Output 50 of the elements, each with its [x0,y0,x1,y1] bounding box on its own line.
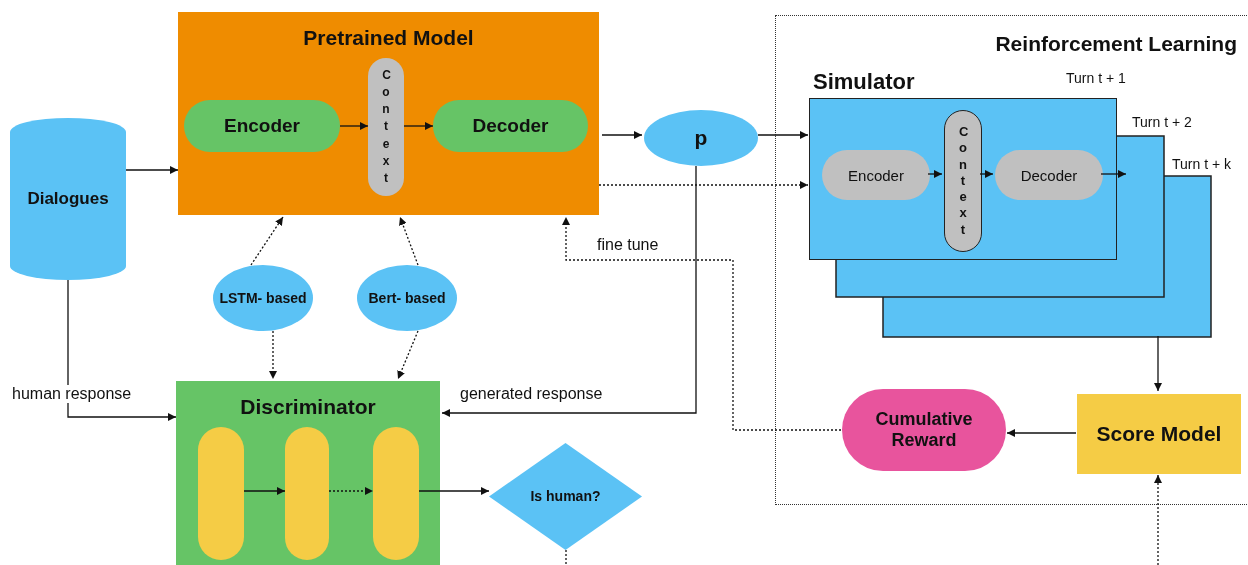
model-ellipse: Bert- based [357,265,457,331]
arrow [441,165,697,417]
dotted-arrow [328,487,374,495]
dotted-arrow [1154,474,1162,565]
process-pill: Encoder [184,100,340,152]
arrow [1154,335,1162,392]
panel-title: Pretrained Model [303,26,474,50]
node-label: Is human? [529,487,602,506]
arrow [979,170,994,178]
model-panel [178,12,599,215]
turn-label: Turn t + 2 [1132,114,1192,130]
turn-label: Turn t + k [1172,156,1231,172]
arrow [418,487,490,495]
context-pill: Context [944,110,982,252]
edge-label: human response [10,385,134,403]
arrow [125,166,179,174]
arrow [339,122,369,130]
score-box: Score Model [1077,394,1241,474]
group-frame [775,15,1247,505]
arrow [403,122,434,130]
panel-title: Simulator [813,69,915,95]
model-ellipse: p [644,110,758,166]
group-title: Reinforcement Learning [995,32,1237,56]
process-pill: Cumulative Reward [842,389,1006,471]
arrow [927,170,943,178]
model-ellipse: LSTM- based [213,265,313,331]
layer-bar [285,427,329,560]
process-pill: Decoder [995,150,1103,200]
process-pill: Encoder [822,150,930,200]
layer-bar [198,427,244,560]
arrow [601,131,643,139]
arrow [1006,429,1077,437]
node-label: Dialogues [27,187,109,210]
model-panel [176,381,440,565]
edge-label: generated response [458,385,605,403]
turn-label: Turn t + 1 [1066,70,1126,86]
dotted-arrow [598,181,809,189]
context-pill: Context [368,58,404,196]
dotted-arrow [250,216,284,266]
dotted-arrow [562,216,842,431]
dotted-arrow [397,330,419,380]
dotted-arrow [269,330,277,380]
layer-bar [373,427,419,560]
arrow [67,279,177,421]
arrow [757,131,809,139]
arrow [1100,170,1127,178]
panel-title: Discriminator [240,395,376,419]
process-pill: Decoder [433,100,588,152]
arrow [243,487,286,495]
dotted-arrow [399,216,419,266]
